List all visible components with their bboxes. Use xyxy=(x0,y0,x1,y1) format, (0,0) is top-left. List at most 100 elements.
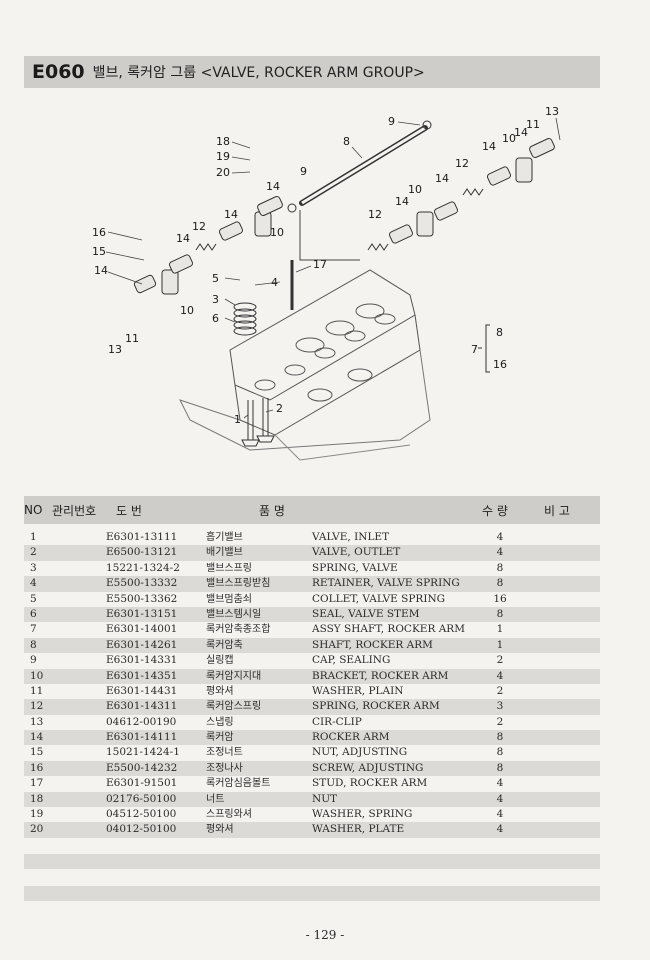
row-part-number: E6301-14431 xyxy=(106,684,178,697)
row-no: 8 xyxy=(30,638,37,651)
row-korean-name: 평와셔 xyxy=(206,685,234,697)
valves-drawing xyxy=(241,260,294,447)
row-english-name: WASHER, PLAIN xyxy=(312,684,404,697)
row-korean-name: 조정너트 xyxy=(206,747,243,759)
row-korean-name: 흡기밸브 xyxy=(206,532,243,543)
row-english-name: CAP, SEALING xyxy=(312,654,391,667)
col-remarks: 비 고 xyxy=(544,503,570,518)
springs-drawing xyxy=(195,188,484,336)
row-quantity: 2 xyxy=(496,654,504,667)
row-part-number: E5500-14232 xyxy=(106,761,178,774)
row-no: 19 xyxy=(30,808,44,821)
callout-14g: 14 xyxy=(482,140,496,153)
callout-labels: 1 2 3 4 5 6 7 8 16 8 9 9 10 10 10 10 11 … xyxy=(92,105,559,426)
table-blank-row xyxy=(24,854,600,869)
col-part-number: 도 번 xyxy=(116,503,142,518)
row-quantity: 2 xyxy=(496,715,504,728)
row-english-name: WASHER, SPRING xyxy=(312,808,413,821)
rocker-arms-drawing xyxy=(133,137,555,295)
row-english-name: WASHER, PLATE xyxy=(312,823,405,836)
row-english-name: SHAFT, ROCKER ARM xyxy=(312,638,433,651)
row-korean-name: 밸브스템시일 xyxy=(206,608,262,620)
row-quantity: 4 xyxy=(496,823,504,836)
callout-13b: 13 xyxy=(545,105,559,118)
section-title-band: E060 밸브, 록커암 그룹 <VALVE, ROCKER ARM GROUP… xyxy=(24,56,600,88)
row-part-number: 04512-50100 xyxy=(106,808,177,821)
row-part-number: E6301-13111 xyxy=(106,531,178,543)
callout-7-from: 8 xyxy=(496,326,503,339)
callout-13: 13 xyxy=(108,343,122,356)
callout-16: 16 xyxy=(92,226,106,239)
row-part-number: E6301-14261 xyxy=(106,638,178,651)
row-quantity: 4 xyxy=(496,669,504,682)
row-no: 18 xyxy=(30,792,44,805)
row-no: 6 xyxy=(30,607,37,620)
rocker-shaft-drawing xyxy=(287,120,432,261)
callout-10: 10 xyxy=(180,304,194,317)
row-part-number: E6301-14001 xyxy=(106,623,178,636)
row-english-name: ASSY SHAFT, ROCKER ARM xyxy=(312,623,465,636)
row-quantity: 4 xyxy=(496,531,504,543)
callout-11b: 11 xyxy=(526,118,540,131)
callout-19: 19 xyxy=(216,150,230,163)
row-english-name: SPRING, VALVE xyxy=(312,561,398,574)
row-quantity: 4 xyxy=(496,792,504,805)
row-quantity: 8 xyxy=(496,561,504,574)
row-english-name: SCREW, ADJUSTING xyxy=(312,761,424,774)
row-quantity: 8 xyxy=(496,746,504,759)
row-quantity: 4 xyxy=(496,546,504,559)
row-no: 4 xyxy=(30,577,37,590)
diagram-svg: 1 2 3 4 5 6 7 8 16 8 9 9 10 10 10 10 11 … xyxy=(92,105,561,461)
row-english-name: SPRING, ROCKER ARM xyxy=(312,700,440,713)
row-quantity: 8 xyxy=(496,731,504,744)
callout-20: 20 xyxy=(216,166,230,179)
row-no: 20 xyxy=(30,823,44,836)
row-korean-name: 록커암 xyxy=(206,732,234,744)
callout-5: 5 xyxy=(212,272,219,285)
callout-12c: 12 xyxy=(455,157,469,170)
callout-17: 17 xyxy=(313,258,327,271)
callout-3: 3 xyxy=(212,293,219,306)
section-code: E060 xyxy=(32,61,85,83)
row-korean-name: 실링캡 xyxy=(206,655,234,667)
row-quantity: 8 xyxy=(496,607,504,620)
page-number: - 129 - xyxy=(305,928,345,942)
row-part-number: 04612-00190 xyxy=(106,715,177,728)
row-no: 5 xyxy=(30,592,37,605)
callout-2: 2 xyxy=(276,402,283,415)
col-part-name: 품 명 xyxy=(259,503,285,518)
row-korean-name: 평와셔 xyxy=(206,824,234,836)
row-korean-name: 록커암축종조합 xyxy=(206,624,271,636)
row-quantity: 4 xyxy=(496,808,504,821)
callout-6: 6 xyxy=(212,312,219,325)
row-part-number: E6500-13121 xyxy=(106,546,178,559)
row-no: 13 xyxy=(30,715,44,728)
callout-14: 14 xyxy=(94,264,108,277)
callout-14d: 14 xyxy=(266,180,280,193)
callout-11: 11 xyxy=(125,332,139,345)
row-korean-name: 스프링와셔 xyxy=(206,809,252,821)
row-no: 15 xyxy=(30,746,44,759)
row-english-name: ROCKER ARM xyxy=(312,731,390,744)
row-quantity: 8 xyxy=(496,577,504,590)
row-no: 2 xyxy=(30,546,37,559)
row-quantity: 4 xyxy=(496,777,504,790)
row-quantity: 3 xyxy=(496,700,504,713)
col-mgmt-number: 관리번호 xyxy=(52,503,97,518)
group-bracket xyxy=(478,324,490,373)
row-no: 12 xyxy=(30,700,44,713)
row-part-number: 02176-50100 xyxy=(106,792,177,805)
